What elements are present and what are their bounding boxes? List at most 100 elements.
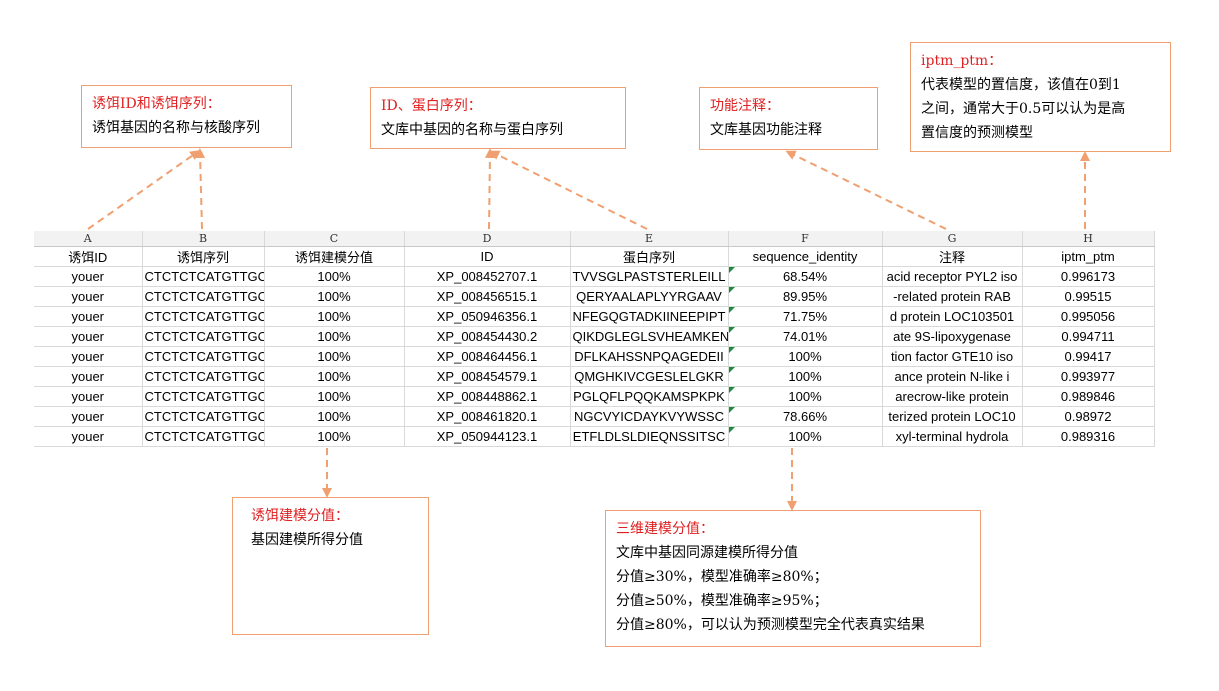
column-letter[interactable]: C (264, 231, 405, 247)
callout-function-annotation: 功能注释： 文库基因功能注释 (699, 87, 878, 150)
cell-bait-model-score[interactable]: 100% (264, 286, 405, 307)
header-cell-protein-sequence[interactable]: 蛋白序列 (570, 246, 729, 267)
callout-line: 分值≥50%，模型准确率≥95%； (616, 593, 828, 609)
cell-protein-sequence[interactable]: TVVSGLPASTSTERLEILL (570, 266, 729, 287)
column-letter[interactable]: G (882, 231, 1023, 247)
cell-bait-id[interactable]: youer (34, 286, 143, 307)
cell-sequence-identity[interactable]: 71.75% (728, 306, 883, 327)
cell-bait-model-score[interactable]: 100% (264, 306, 405, 327)
cell-sequence-identity[interactable]: 100% (728, 346, 883, 367)
cell-id[interactable]: XP_050944123.1 (404, 426, 571, 447)
cell-annotation[interactable]: ate 9S-lipoxygenase (882, 326, 1023, 347)
cell-protein-sequence[interactable]: QIKDGLEGLSVHEAMKEN (570, 326, 729, 347)
cell-id[interactable]: XP_008448862.1 (404, 386, 571, 407)
cell-sequence-identity[interactable]: 100% (728, 386, 883, 407)
cell-id[interactable]: XP_008461820.1 (404, 406, 571, 427)
cell-iptm-ptm[interactable]: 0.995056 (1022, 306, 1155, 327)
header-cell-annotation[interactable]: 注释 (882, 246, 1023, 267)
cell-id[interactable]: XP_050946356.1 (404, 306, 571, 327)
cell-bait-sequence[interactable]: CTCTCTCATGTTGC (142, 266, 265, 287)
cell-iptm-ptm[interactable]: 0.989316 (1022, 426, 1155, 447)
cell-annotation[interactable]: xyl-terminal hydrola (882, 426, 1023, 447)
cell-annotation[interactable]: d protein LOC103501 (882, 306, 1023, 327)
cell-id[interactable]: XP_008452707.1 (404, 266, 571, 287)
cell-annotation[interactable]: -related protein RAB (882, 286, 1023, 307)
cell-bait-model-score[interactable]: 100% (264, 366, 405, 387)
cell-bait-model-score[interactable]: 100% (264, 426, 405, 447)
cell-bait-id[interactable]: youer (34, 366, 143, 387)
header-cell-iptm-ptm[interactable]: iptm_ptm (1022, 246, 1155, 267)
cell-bait-sequence[interactable]: CTCTCTCATGTTGC (142, 386, 265, 407)
cell-bait-sequence[interactable]: CTCTCTCATGTTGC (142, 326, 265, 347)
cell-bait-model-score[interactable]: 100% (264, 386, 405, 407)
cell-id[interactable]: XP_008454579.1 (404, 366, 571, 387)
cell-iptm-ptm[interactable]: 0.996173 (1022, 266, 1155, 287)
cell-protein-sequence[interactable]: NGCVYICDAYKVYWSSC (570, 406, 729, 427)
header-cell-id[interactable]: ID (404, 246, 571, 267)
cell-annotation[interactable]: acid receptor PYL2 iso (882, 266, 1023, 287)
cell-protein-sequence[interactable]: NFEGQGTADKIINEEPIPT (570, 306, 729, 327)
cell-bait-id[interactable]: youer (34, 326, 143, 347)
callout-title: 三维建模分值： (616, 521, 714, 537)
cell-iptm-ptm[interactable]: 0.994711 (1022, 326, 1155, 347)
cell-bait-sequence[interactable]: CTCTCTCATGTTGC (142, 346, 265, 367)
header-cell-bait-sequence[interactable]: 诱饵序列 (142, 246, 265, 267)
cell-protein-sequence[interactable]: DFLKAHSSNPQAGEDEII (570, 346, 729, 367)
cell-annotation[interactable]: arecrow-like protein (882, 386, 1023, 407)
cell-bait-id[interactable]: youer (34, 426, 143, 447)
callout-line: 文库基因功能注释 (710, 122, 822, 138)
column-letter[interactable]: A (34, 231, 143, 247)
cell-protein-sequence[interactable]: PGLQFLPQQKAMSPKPK (570, 386, 729, 407)
cell-bait-id[interactable]: youer (34, 266, 143, 287)
header-cell-bait-id[interactable]: 诱饵ID (34, 246, 143, 267)
cell-sequence-identity[interactable]: 100% (728, 366, 883, 387)
cell-bait-sequence[interactable]: CTCTCTCATGTTGC (142, 306, 265, 327)
cell-protein-sequence[interactable]: QMGHKIVCGESLELGKR (570, 366, 729, 387)
cell-bait-model-score[interactable]: 100% (264, 326, 405, 347)
cell-id[interactable]: XP_008456515.1 (404, 286, 571, 307)
cell-bait-model-score[interactable]: 100% (264, 346, 405, 367)
cell-bait-id[interactable]: youer (34, 306, 143, 327)
cell-sequence-identity[interactable]: 78.66% (728, 406, 883, 427)
cell-sequence-identity[interactable]: 74.01% (728, 326, 883, 347)
cell-iptm-ptm[interactable]: 0.993977 (1022, 366, 1155, 387)
header-cell-sequence-identity[interactable]: sequence_identity (728, 246, 883, 267)
cell-bait-sequence[interactable]: CTCTCTCATGTTGC (142, 286, 265, 307)
cell-iptm-ptm[interactable]: 0.99417 (1022, 346, 1155, 367)
column-letter[interactable]: D (404, 231, 571, 247)
cell-iptm-ptm[interactable]: 0.98972 (1022, 406, 1155, 427)
column-letter[interactable]: B (142, 231, 265, 247)
cell-annotation[interactable]: tion factor GTE10 iso (882, 346, 1023, 367)
cell-bait-id[interactable]: youer (34, 406, 143, 427)
cell-annotation[interactable]: ance protein N-like i (882, 366, 1023, 387)
column-letter[interactable]: H (1022, 231, 1155, 247)
cell-bait-id[interactable]: youer (34, 346, 143, 367)
callout-iptm-ptm: iptm_ptm： 代表模型的置信度，该值在0到1 之间，通常大于0.5可以认为… (910, 42, 1171, 152)
cell-sequence-identity[interactable]: 100% (728, 426, 883, 447)
cell-iptm-ptm[interactable]: 0.99515 (1022, 286, 1155, 307)
callout-line: 置信度的预测模型 (921, 125, 1033, 141)
cell-annotation[interactable]: terized protein LOC10 (882, 406, 1023, 427)
cell-protein-sequence[interactable]: ETFLDLSLDIEQNSSITSC (570, 426, 729, 447)
header-cell-bait-model-score[interactable]: 诱饵建模分值 (264, 246, 405, 267)
cell-bait-id[interactable]: youer (34, 386, 143, 407)
cell-id[interactable]: XP_008464456.1 (404, 346, 571, 367)
cell-bait-sequence[interactable]: CTCTCTCATGTTGC (142, 406, 265, 427)
cell-protein-sequence[interactable]: QERYAALAPLYYRGAAV (570, 286, 729, 307)
cell-bait-model-score[interactable]: 100% (264, 406, 405, 427)
cell-sequence-identity[interactable]: 89.95% (728, 286, 883, 307)
cell-id[interactable]: XP_008454430.2 (404, 326, 571, 347)
cell-sequence-identity[interactable]: 68.54% (728, 266, 883, 287)
callout-line: 之间，通常大于0.5可以认为是高 (921, 101, 1126, 117)
column-letter[interactable]: E (570, 231, 729, 247)
cell-bait-sequence[interactable]: CTCTCTCATGTTGC (142, 366, 265, 387)
cell-bait-sequence[interactable]: CTCTCTCATGTTGC (142, 426, 265, 447)
column-letter[interactable]: F (728, 231, 883, 247)
callout-line: 诱饵基因的名称与核酸序列 (92, 120, 260, 136)
cell-bait-model-score[interactable]: 100% (264, 266, 405, 287)
cell-iptm-ptm[interactable]: 0.989846 (1022, 386, 1155, 407)
callout-title: ID、蛋白序列： (381, 98, 482, 114)
